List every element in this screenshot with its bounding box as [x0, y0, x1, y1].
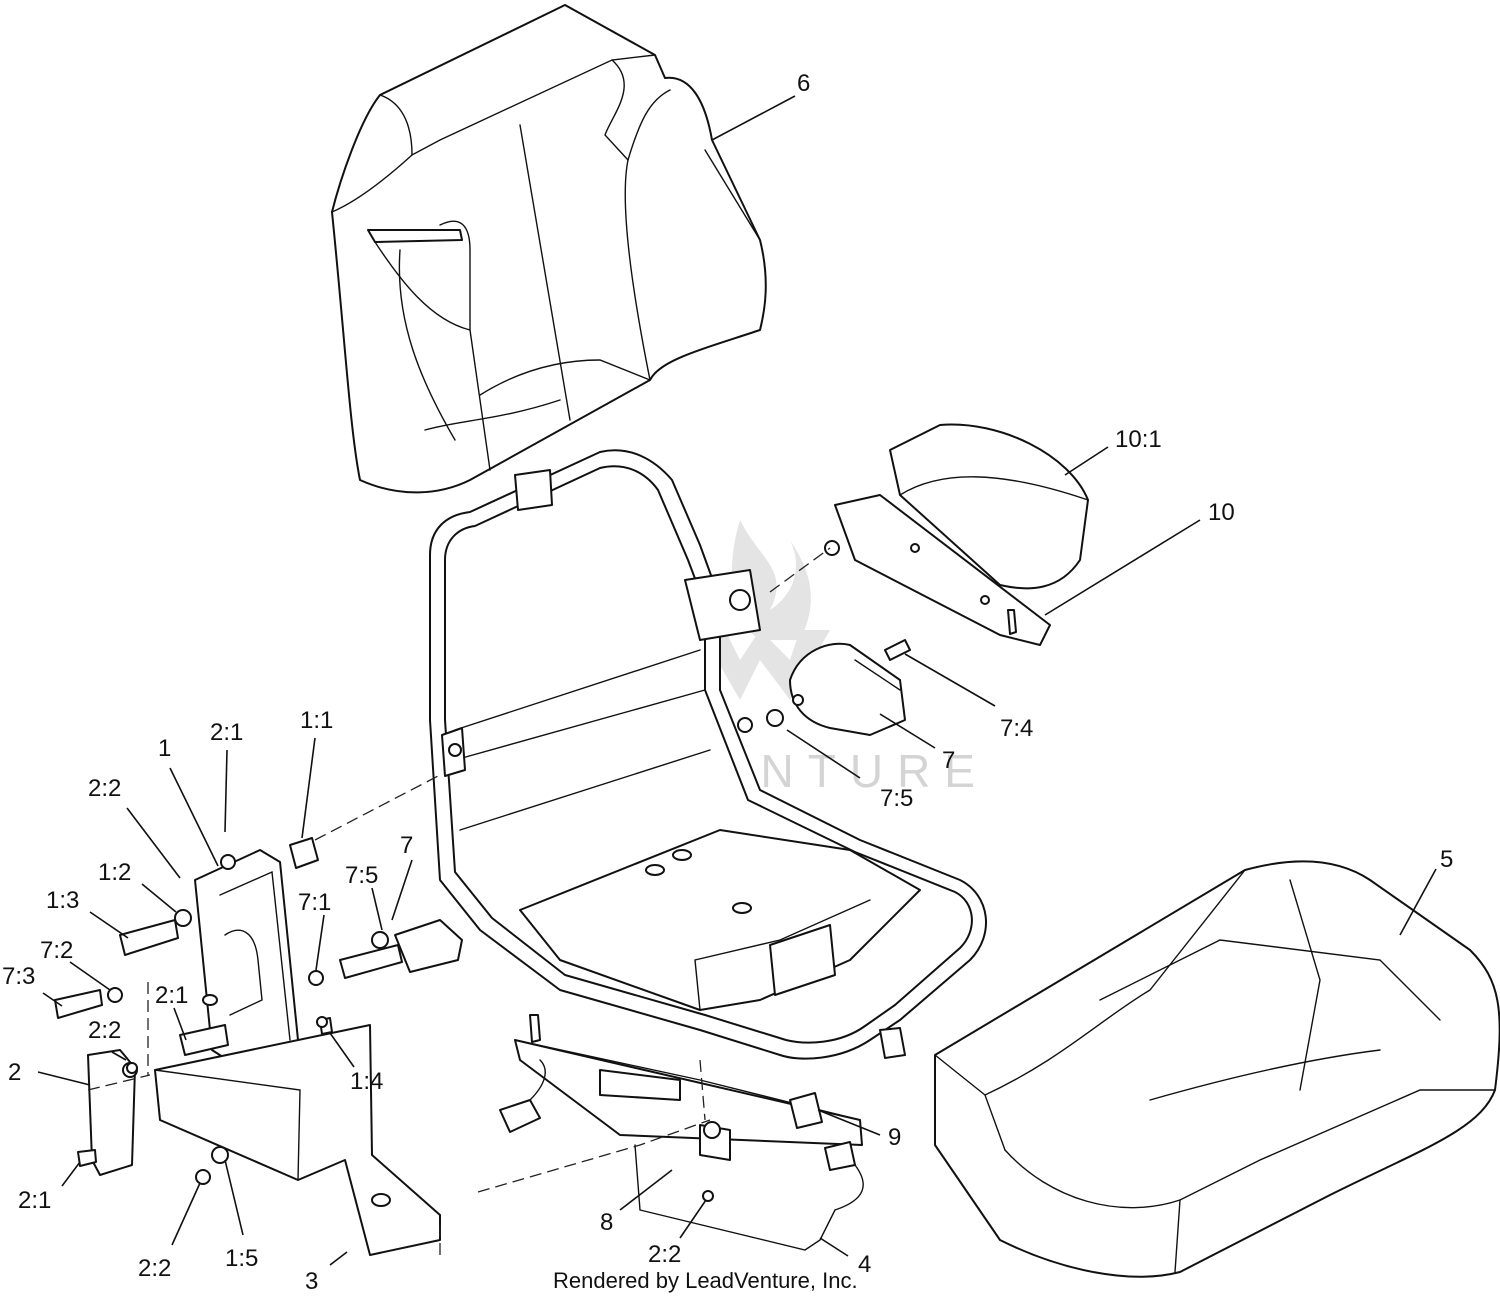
callout-7-right: 7: [942, 747, 955, 774]
seat-mount-bracket: [154, 1024, 441, 1256]
callout-2-2-top: 2:2: [88, 775, 121, 802]
callout-7-left: 7: [400, 832, 413, 859]
callout-7-5-left: 7:5: [345, 862, 378, 889]
callout-1-4: 1:4: [350, 1068, 383, 1095]
callout-3: 3: [305, 1268, 318, 1295]
callout-2-1-top: 2:1: [210, 719, 243, 746]
callout-1-5: 1:5: [225, 1245, 258, 1272]
callout-8: 8: [600, 1209, 613, 1236]
callout-5: 5: [1440, 846, 1453, 873]
switch-bracket: [179, 837, 319, 1069]
footer-credit: Rendered by LeadVenture, Inc.: [553, 1268, 858, 1293]
callout-leaders: [37, 95, 1437, 1266]
seat-belt-buckle: [308, 919, 463, 986]
callout-2-2-lower: 2:2: [648, 1241, 681, 1268]
callout-2: 2: [8, 1059, 21, 1086]
callout-9: 9: [888, 1124, 901, 1151]
callout-2-2-bottom: 2:2: [138, 1255, 171, 1282]
callout-7-3: 7:3: [2, 963, 35, 990]
seat-belt-retractor: [766, 639, 911, 736]
hardware: [54, 909, 333, 1074]
seat-slide-rail: [514, 1014, 863, 1202]
callout-2-1-mid: 2:1: [155, 982, 188, 1009]
callout-2-2-mid: 2:2: [88, 1017, 121, 1044]
armrest-assembly: [824, 423, 1089, 646]
callout-4: 4: [858, 1251, 871, 1278]
callout-7-5-right: 7:5: [880, 785, 913, 812]
callout-10: 10: [1208, 499, 1235, 526]
callout-10-1: 10:1: [1115, 426, 1162, 453]
seat-switch-and-harness: [499, 1059, 864, 1251]
callout-1-1: 1:1: [300, 707, 333, 734]
callout-labels: 6 10:1 10 7:4 7 7:5 5 2:1 1:1 1 2:2 1:2 …: [2, 70, 1453, 1295]
callout-1-3: 1:3: [46, 887, 79, 914]
callout-2-1-bottom: 2:1: [18, 1187, 51, 1214]
callout-6: 6: [797, 70, 810, 97]
callout-1-2: 1:2: [98, 859, 131, 886]
callout-7-2: 7:2: [40, 937, 73, 964]
seat-back-cushion: [331, 4, 767, 494]
callout-1: 1: [158, 735, 171, 762]
seat-frame: [429, 449, 987, 1060]
callout-7-4: 7:4: [1000, 715, 1033, 742]
callout-7-1: 7:1: [298, 889, 331, 916]
assembly-lines: [87, 547, 831, 1255]
seat-bottom-cushion: [934, 860, 1500, 1278]
